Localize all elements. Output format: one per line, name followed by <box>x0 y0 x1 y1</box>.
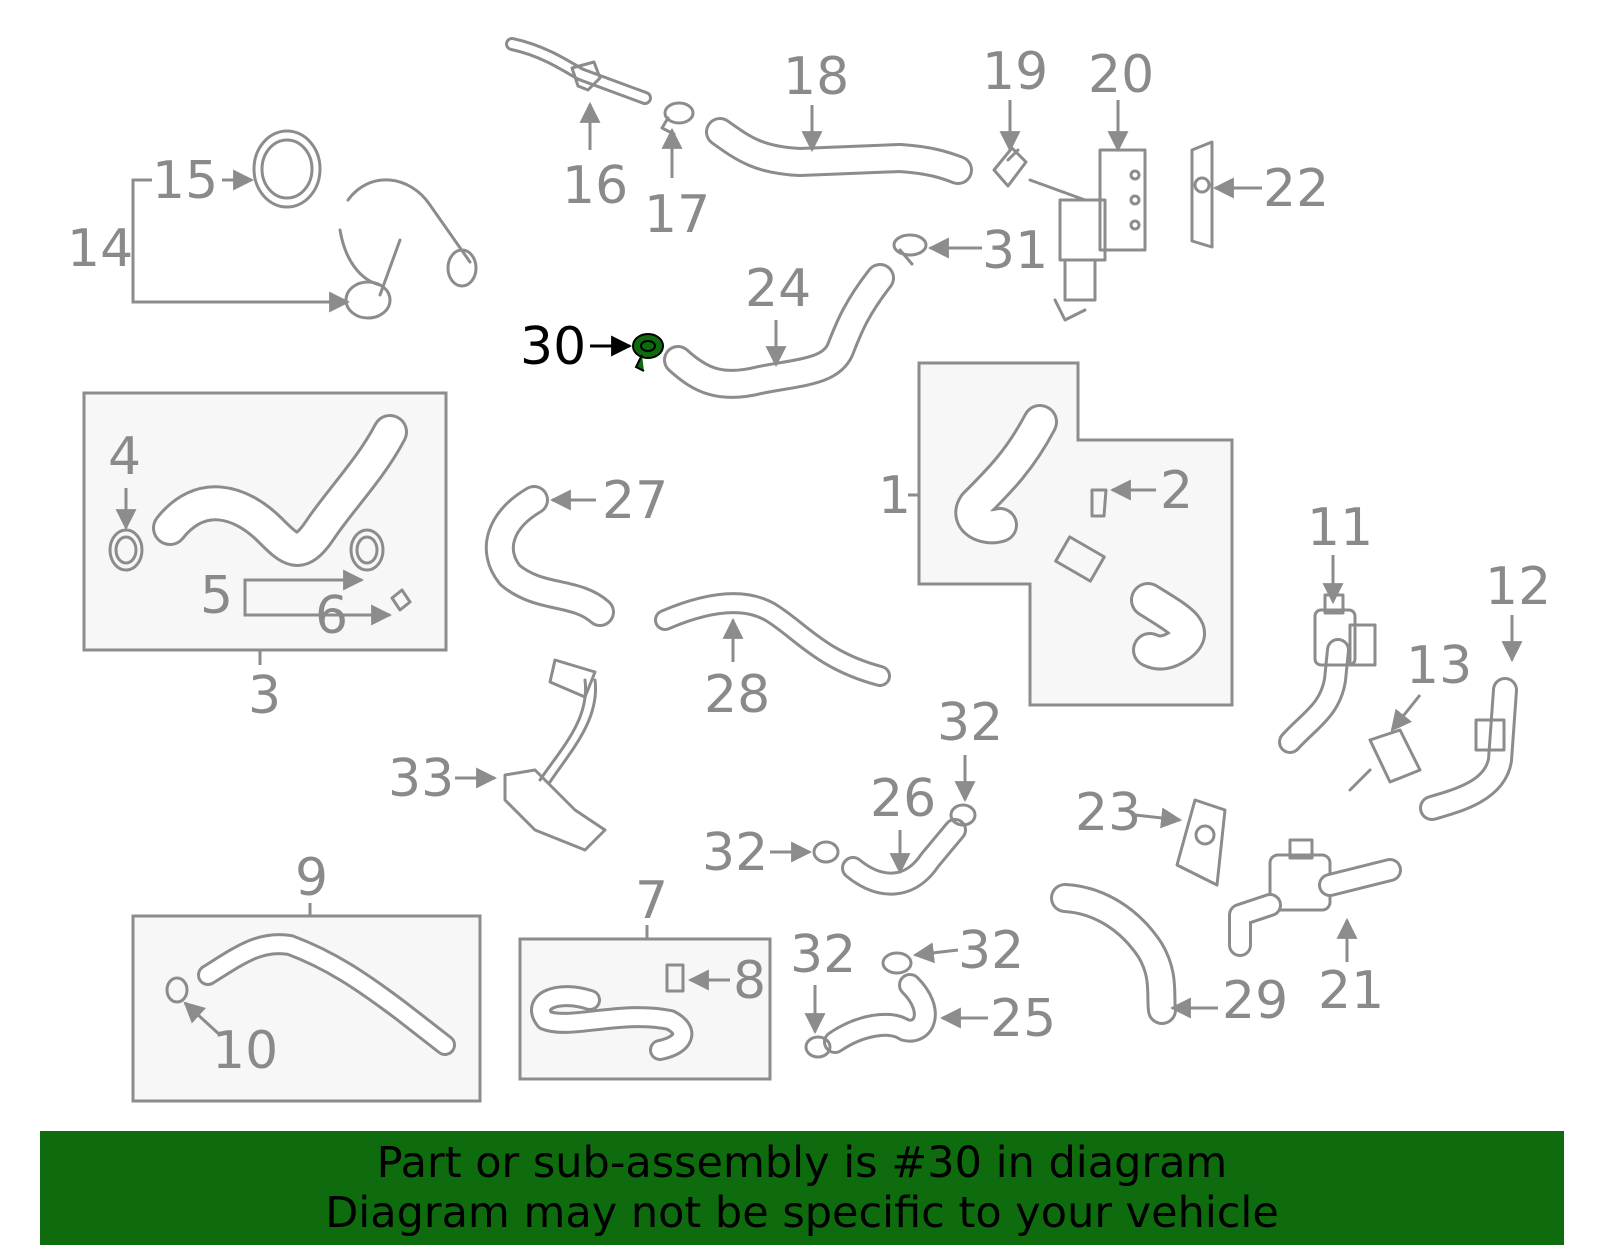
sensor-part-19 <box>992 146 1028 188</box>
part-label-6: 6 <box>315 586 348 646</box>
hose-part-9 <box>197 933 456 1056</box>
part-label-33: 33 <box>388 749 454 809</box>
hose-part-11 <box>1278 638 1350 754</box>
hose-part-24 <box>663 263 895 399</box>
part-label-9: 9 <box>295 848 328 908</box>
thermostat-part-21 <box>1228 838 1402 957</box>
leader-line-32c <box>912 942 959 964</box>
part-label-32c: 32 <box>958 921 1024 981</box>
leader-line-6 <box>243 595 393 626</box>
hose-part-25 <box>823 973 937 1054</box>
part-label-13: 13 <box>1406 636 1472 696</box>
hose-part-12 <box>1419 677 1518 821</box>
part-label-14: 14 <box>67 219 133 279</box>
part-label-19: 19 <box>982 42 1048 102</box>
part-label-20: 20 <box>1088 45 1154 105</box>
part-label-31: 31 <box>982 221 1048 281</box>
clamps-part-32 <box>804 803 977 1059</box>
highlighted-part-30 <box>632 333 664 372</box>
hose-part-3 <box>152 414 408 567</box>
clamp-part-17 <box>660 101 695 136</box>
part-label-3: 3 <box>248 666 281 726</box>
bracket-part-33 <box>503 658 607 852</box>
hose-part-27 <box>484 485 615 627</box>
sensor-part-13 <box>1348 728 1422 792</box>
part-label-17: 17 <box>644 185 710 245</box>
part-label-30: 30 <box>520 317 586 377</box>
hose-part-7 <box>530 985 694 1061</box>
bracket-line-5 <box>243 569 365 595</box>
hose-part-26 <box>841 818 967 896</box>
leader-line-13 <box>1390 694 1422 732</box>
part-label-27: 27 <box>602 471 668 531</box>
part-label-12: 12 <box>1485 557 1551 617</box>
part-label-23: 23 <box>1075 783 1141 843</box>
part-label-24: 24 <box>745 259 811 319</box>
banner-line-part-number: Part or sub-assembly is #30 in diagram <box>376 1138 1228 1188</box>
part-label-2: 2 <box>1160 461 1193 521</box>
part-label-4: 4 <box>108 427 141 487</box>
hose-part-29 <box>1050 883 1177 1025</box>
valve-assembly-part-20 <box>1028 148 1147 322</box>
part-label-16: 16 <box>562 156 628 216</box>
clamp-part-10 <box>165 976 189 1004</box>
hose-part-1 <box>954 404 1206 671</box>
part-label-25: 25 <box>990 989 1056 1049</box>
banner-line-disclaimer: Diagram may not be specific to your vehi… <box>325 1188 1279 1238</box>
part-label-7: 7 <box>635 871 668 931</box>
hose-part-28 <box>654 592 891 687</box>
part-label-32b: 32 <box>702 823 768 883</box>
gasket-part-22 <box>1190 140 1214 249</box>
fitting-part-6 <box>390 588 412 612</box>
gasket-part-23 <box>1175 798 1227 887</box>
part-label-18: 18 <box>783 47 849 107</box>
part-label-22: 22 <box>1263 159 1329 219</box>
part-label-1: 1 <box>878 466 911 526</box>
part-label-8: 8 <box>733 951 766 1011</box>
part-label-28: 28 <box>704 665 770 725</box>
part-label-29: 29 <box>1222 971 1288 1031</box>
part-label-15: 15 <box>152 151 218 211</box>
hose-part-16 <box>505 37 652 105</box>
clip-part-8 <box>665 963 685 993</box>
part-label-32a: 32 <box>937 693 1003 753</box>
leader-line-23 <box>1134 807 1183 829</box>
clamp-part-31 <box>892 233 928 266</box>
thermostat-housing-part-14 <box>252 129 478 320</box>
clamp-part-5 <box>349 528 385 572</box>
leader-line-10 <box>183 1001 222 1037</box>
part-label-11: 11 <box>1307 498 1373 558</box>
part-label-21: 21 <box>1318 961 1384 1021</box>
part-label-5: 5 <box>200 566 233 626</box>
info-banner: Part or sub-assembly is #30 in diagram D… <box>40 1131 1564 1245</box>
part-label-26: 26 <box>870 769 936 829</box>
hose-part-18 <box>705 117 973 185</box>
bracket-line-14 <box>131 178 351 313</box>
fitting-part-2 <box>1090 488 1108 518</box>
part-label-10: 10 <box>212 1021 278 1081</box>
part-label-32d: 32 <box>790 925 856 985</box>
